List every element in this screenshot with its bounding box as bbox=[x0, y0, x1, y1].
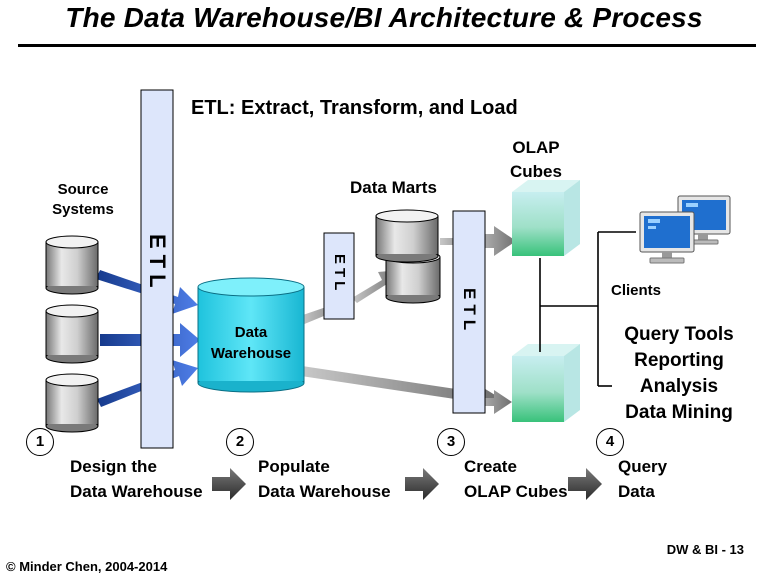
slide-number: DW & BI - 13 bbox=[666, 542, 744, 557]
data-warehouse-line1: Data bbox=[234, 324, 268, 341]
etl-bar-1-label: ETL bbox=[145, 234, 170, 294]
bi-tool-analysis: Analysis bbox=[639, 376, 719, 397]
step-flow-arrows bbox=[212, 468, 602, 500]
data-mart-1 bbox=[375, 209, 439, 263]
step-1-line2: Data Warehouse bbox=[70, 482, 203, 501]
bi-tool-data-mining: Data Mining bbox=[625, 402, 733, 423]
step-arrow-3 bbox=[568, 468, 602, 500]
etl-bar-1 bbox=[140, 89, 174, 449]
data-warehouse-line2: Warehouse bbox=[210, 345, 292, 362]
source-db-1 bbox=[45, 235, 99, 295]
source-db-3 bbox=[45, 373, 99, 433]
step-arrow-1 bbox=[212, 468, 246, 500]
page-title: The Data Warehouse/BI Architecture & Pro… bbox=[65, 2, 703, 33]
source-systems-line2: Systems bbox=[52, 201, 114, 218]
olap-cubes-label: OLAP Cubes bbox=[496, 136, 576, 184]
step-4-line2: Data bbox=[618, 482, 655, 501]
olap-cubes-line2: Cubes bbox=[510, 162, 562, 181]
step-4-number: 4 bbox=[596, 428, 624, 456]
bi-tools-list: Query Tools Reporting Analysis Data Mini… bbox=[604, 322, 754, 426]
source-systems bbox=[45, 235, 99, 433]
clients-label: Clients bbox=[611, 282, 662, 299]
data-marts-cylinders bbox=[375, 209, 441, 304]
data-warehouse-label: Data Warehouse bbox=[198, 322, 304, 364]
step-2-number: 2 bbox=[226, 428, 254, 456]
step-4-line1: Query bbox=[618, 457, 668, 476]
arrow-etl3-to-cube-bottom bbox=[470, 390, 512, 414]
etl-heading: ETL: Extract, Transform, and Load bbox=[191, 97, 518, 119]
source-db-2 bbox=[45, 304, 99, 364]
step-1-label: Design the Data Warehouse bbox=[70, 454, 203, 504]
step-1-number: 1 bbox=[26, 428, 54, 456]
olap-cube-top bbox=[512, 180, 580, 256]
arrow-etl3-to-cube-top bbox=[470, 226, 516, 256]
data-warehouse-cylinder bbox=[197, 277, 305, 393]
arrow-warehouse-to-etl3 bbox=[301, 366, 500, 410]
etl-bar-2 bbox=[323, 232, 355, 320]
bi-tool-query-tools: Query Tools bbox=[624, 324, 734, 345]
source-systems-line1: Source bbox=[57, 181, 109, 198]
step-3-label: Create OLAP Cubes bbox=[464, 454, 568, 504]
step-2-label: Populate Data Warehouse bbox=[258, 454, 391, 504]
step-3-number: 3 bbox=[437, 428, 465, 456]
etl-bar-3-label: ETL bbox=[460, 288, 479, 336]
etl-bar-3 bbox=[452, 210, 486, 414]
step-3-line1: Create bbox=[464, 457, 517, 476]
olap-cubes-line1: OLAP bbox=[512, 138, 560, 157]
source-systems-label: Source Systems bbox=[38, 180, 128, 220]
etl-bar-2-label: ETL bbox=[331, 254, 348, 295]
step-2-line1: Populate bbox=[258, 457, 330, 476]
step-3-line2: OLAP Cubes bbox=[464, 482, 568, 501]
client-connectors bbox=[539, 231, 636, 387]
step-arrow-2 bbox=[405, 468, 439, 500]
data-marts-label: Data Marts bbox=[350, 178, 437, 197]
client-computers-icon bbox=[639, 195, 731, 264]
bi-tool-reporting: Reporting bbox=[634, 350, 724, 371]
step-2-line2: Data Warehouse bbox=[258, 482, 391, 501]
step-4-label: Query Data bbox=[618, 454, 667, 504]
olap-cube-bottom bbox=[512, 344, 580, 422]
step-1-line1: Design the bbox=[70, 457, 157, 476]
copyright-footer: © Minder Chen, 2004-2014 bbox=[6, 559, 168, 574]
title-underline bbox=[18, 44, 756, 47]
